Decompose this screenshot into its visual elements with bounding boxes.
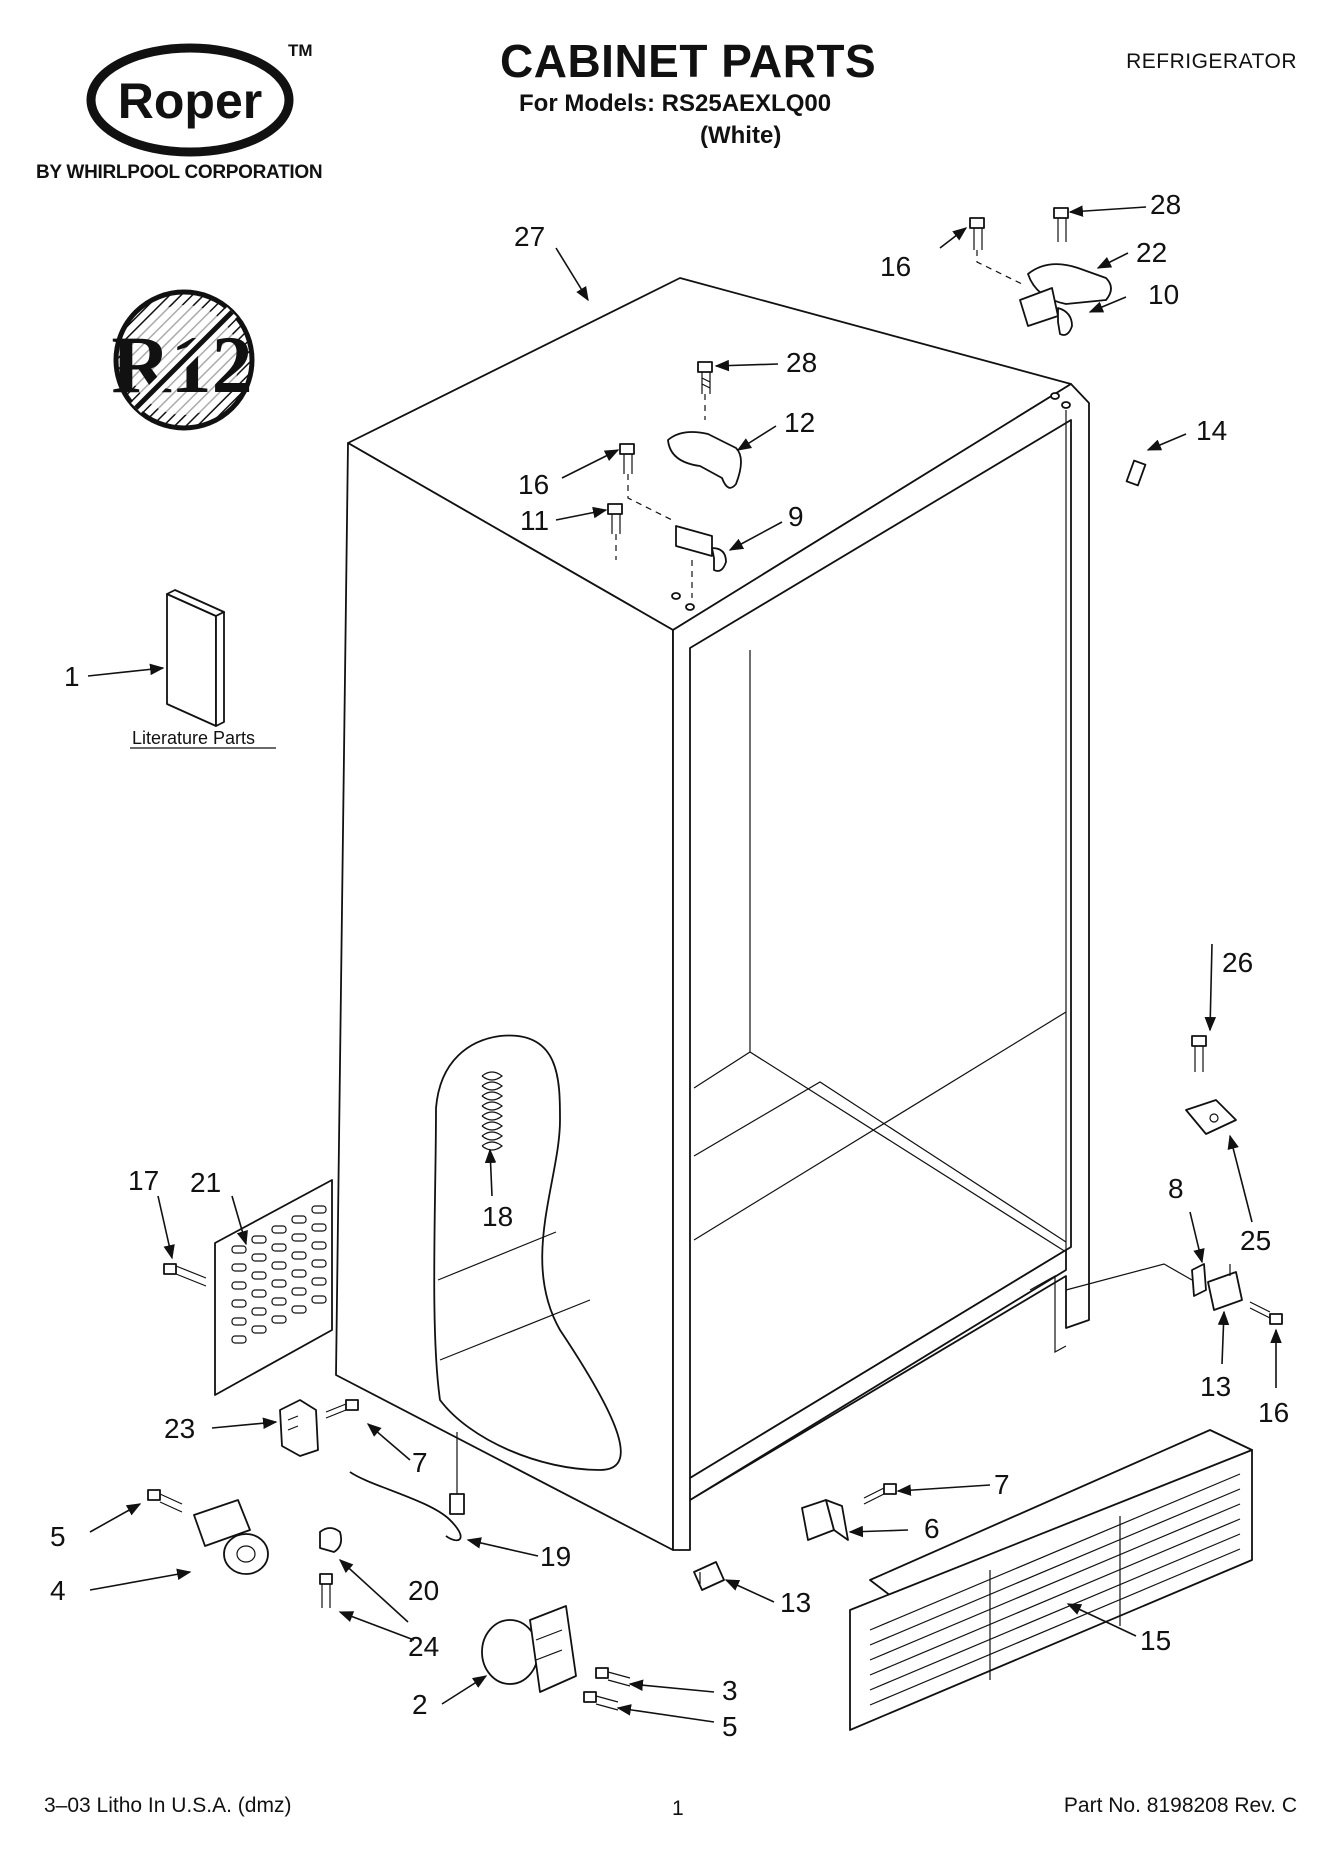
water-tube-part-19 [349,1432,465,1541]
screw-part-17 [163,1263,207,1287]
callout-23: 23 [164,1413,195,1444]
trademark-mark: TM [288,41,313,60]
callout-24: 24 [408,1631,439,1662]
callout-13-right: 13 [1200,1371,1231,1402]
screw-28-right [1053,207,1069,242]
roller-part-4 [193,1499,269,1575]
top-center-hinge-group [607,361,742,598]
screw-part-5-bottom [583,1691,619,1711]
callout-4: 4 [50,1575,66,1606]
callout-16-top: 16 [880,251,911,282]
callout-7-left: 7 [412,1447,428,1478]
bracket-part-23 [279,1399,319,1457]
screw-part-7-left [325,1399,359,1419]
clip-part-13-right [1207,1264,1243,1311]
callout-17: 17 [128,1165,159,1196]
literature-booklet [130,589,276,749]
callout-13-bottom: 13 [780,1587,811,1618]
callout-5-left: 5 [50,1521,66,1552]
callout-18: 18 [482,1201,513,1232]
leveler-part-25 [1185,1099,1237,1135]
callout-15: 15 [1140,1625,1171,1656]
callout-27: 27 [514,221,545,252]
callout-8: 8 [1168,1173,1184,1204]
callout-10: 10 [1148,279,1179,310]
callout-20: 20 [408,1575,439,1606]
callout-14: 14 [1196,415,1227,446]
callout-19: 19 [540,1541,571,1572]
screw-part-7-right [863,1483,897,1505]
brand-logo-text: Roper [118,73,262,129]
bracket-part-8 [1191,1263,1207,1297]
callout-11: 11 [520,505,549,536]
callout-1: 1 [64,661,80,692]
screw-part-5-left [147,1489,183,1513]
leader-lines [87,205,1282,1723]
callout-2: 2 [412,1689,428,1720]
wheel-bracket-part-2 [481,1605,577,1693]
screw-part-16-right [1249,1301,1283,1325]
literature-parts-label: Literature Parts [132,728,255,748]
screw-16-center [619,443,635,474]
refrigerator-cabinet [335,277,1090,1551]
model-variant: (White) [700,122,782,149]
screw-28-center [697,361,713,394]
part-number: Part No. 8198208 Rev. C [1063,1794,1297,1817]
bracket-part-6 [801,1499,849,1541]
callout-9: 9 [788,501,804,532]
page-title: CABINET PARTS [500,35,877,87]
clip-part-20 [319,1527,343,1553]
top-right-hinge-group [969,207,1112,336]
callout-22: 22 [1136,237,1167,268]
rear-grille-panel [214,1179,333,1396]
print-info: 3–03 Litho In U.S.A. (dmz) [44,1794,292,1817]
callout-7-right: 7 [994,1469,1010,1500]
callout-26: 26 [1222,947,1253,978]
callout-21: 21 [190,1167,221,1198]
callout-28-center: 28 [786,347,817,378]
models-line: For Models: RS25AEXLQ00 [519,90,832,117]
page-number: 1 [672,1797,684,1820]
brand-byline: BY WHIRLPOOL CORPORATION [36,162,323,183]
callout-12: 12 [784,407,815,438]
no-r12-badge: R12 [111,289,255,431]
document-type: REFRIGERATOR [1126,50,1297,73]
brand-logo: Roper TM [86,41,313,157]
screw-11-center [607,503,623,534]
base-grille-part-15 [849,1429,1253,1731]
screw-part-3 [595,1667,631,1687]
screw-16-right [969,217,985,250]
callout-28-top: 28 [1150,189,1181,220]
screw-part-24 [319,1573,333,1608]
callout-5-bottom: 5 [722,1711,738,1742]
callout-3: 3 [722,1675,738,1706]
callout-25: 25 [1240,1225,1271,1256]
clip-part-13-bottom [693,1561,725,1591]
callout-16-center: 16 [518,469,549,500]
plug-part-14 [1125,459,1147,487]
screw-part-26 [1191,1035,1207,1072]
callout-16-right: 16 [1258,1397,1289,1428]
callout-numbers: 1 2 3 4 5 5 6 7 7 8 9 10 11 12 13 13 14 … [50,189,1289,1742]
callout-6: 6 [924,1513,940,1544]
